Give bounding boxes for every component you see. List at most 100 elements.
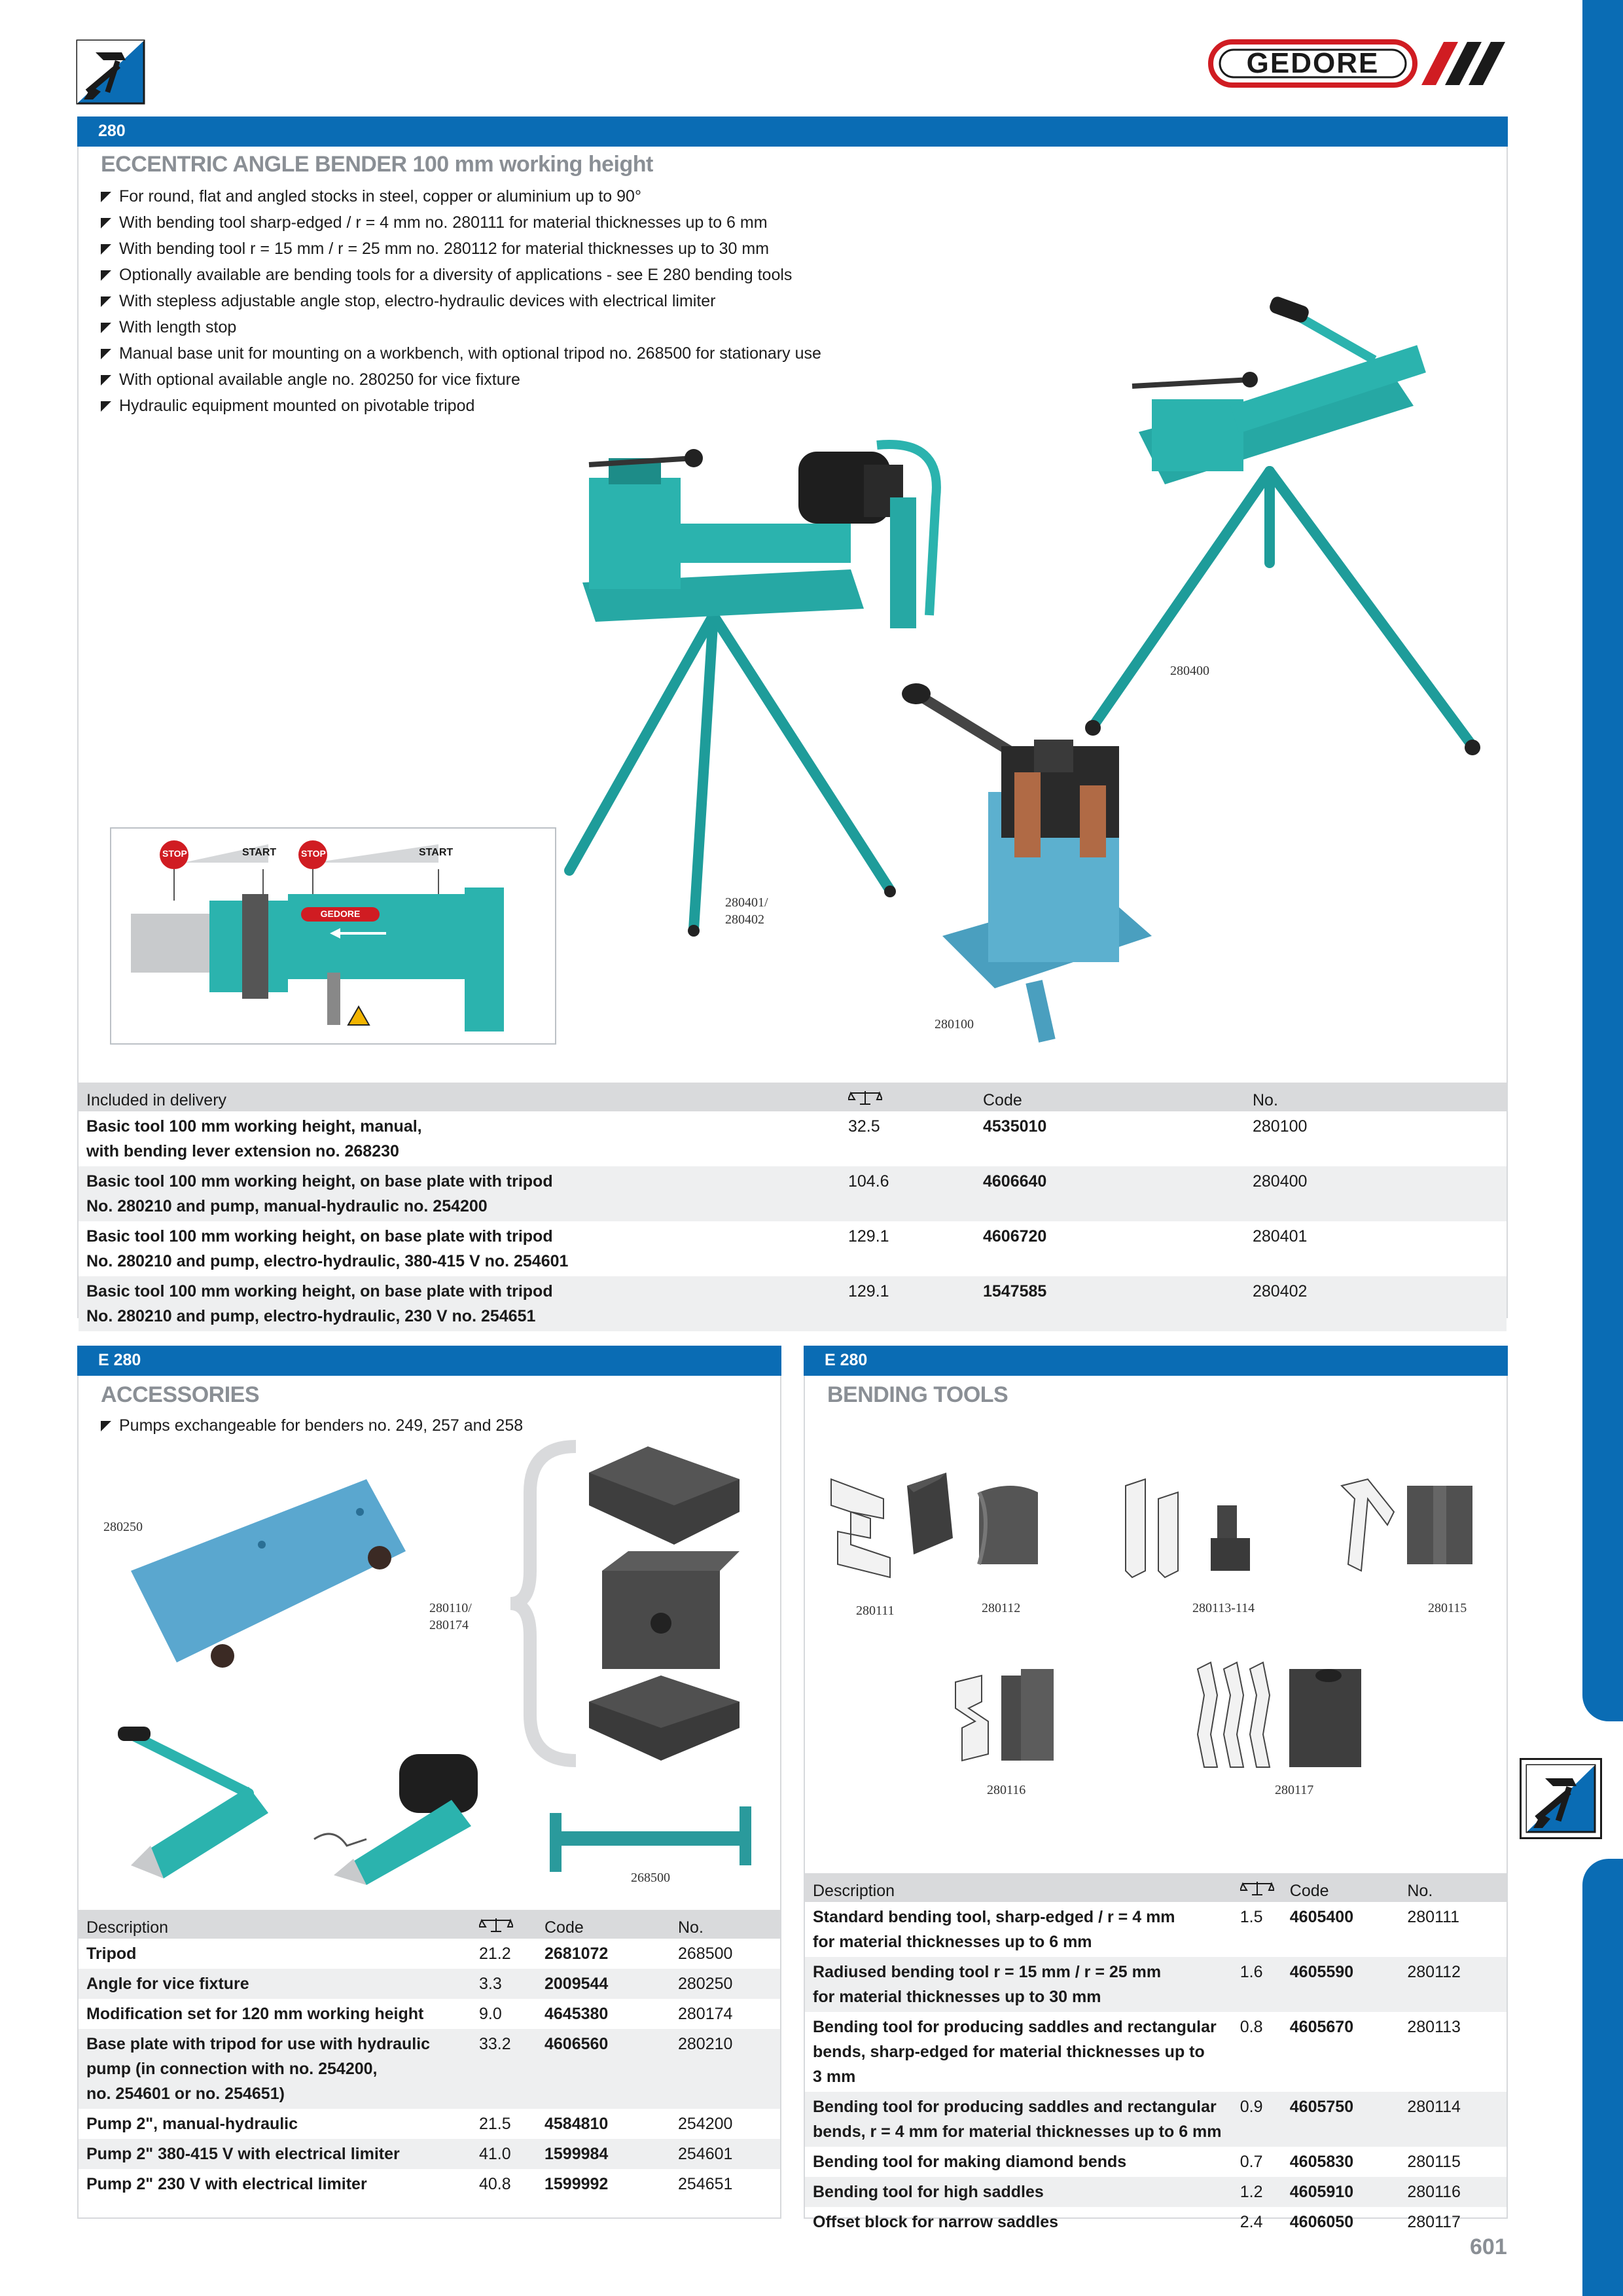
- feature-item: With length stop: [101, 314, 952, 340]
- row-description: Basic tool 100 mm working height, on bas…: [79, 1276, 840, 1331]
- accessories-feature-list: Pumps exchangeable for benders no. 249, …: [101, 1412, 690, 1439]
- tool-image-280111-block: [901, 1473, 959, 1558]
- row-description: Pump 2" 230 V with electrical limiter: [86, 2175, 367, 2193]
- row-description: Radiused bending tool r = 15 mm / r = 25…: [805, 1957, 1232, 2012]
- row-no: 280210: [670, 2029, 780, 2109]
- label-280116: 280116: [987, 1783, 1026, 1797]
- row-code: 4535010: [983, 1117, 1047, 1136]
- column-header-description: Description: [79, 1910, 471, 1939]
- tool-image-280113-114: [1119, 1473, 1263, 1584]
- row-weight: 0.7: [1240, 2153, 1263, 2171]
- section-number: E 280: [825, 1351, 868, 1369]
- product-image-tripod: [550, 1806, 759, 1885]
- table-row: Bending tool for producing saddles and r…: [805, 2012, 1507, 2092]
- row-code: 4606720: [983, 1227, 1047, 1246]
- row-description: Pump 2", manual-hydraulic: [86, 2115, 298, 2133]
- row-code: 4606560: [537, 2029, 670, 2109]
- row-weight: 129.1: [840, 1276, 975, 1331]
- main-section-title: ECCENTRIC ANGLE BENDER 100 mm working he…: [101, 152, 653, 177]
- table-header-row: Description Code No.: [805, 1873, 1507, 1902]
- scale-icon: [848, 1091, 882, 1105]
- feature-item: Optionally available are bending tools f…: [101, 262, 952, 288]
- page-number: 601: [1470, 2234, 1507, 2259]
- column-header-no: No.: [670, 1910, 780, 1939]
- row-no: 280115: [1407, 2153, 1461, 2171]
- row-code: 1547585: [975, 1276, 1245, 1331]
- table-row: Standard bending tool, sharp-edged / r =…: [805, 1902, 1507, 1957]
- row-weight: 21.5: [479, 2115, 511, 2133]
- column-header-weight: [1232, 1873, 1282, 1902]
- label-280100: 280100: [935, 1017, 974, 1031]
- label-280400: 280400: [1170, 664, 1209, 678]
- column-header-description: Included in delivery: [79, 1083, 840, 1111]
- row-code: 4584810: [544, 2115, 609, 2133]
- label-280401-280402: 280401/ 280402: [725, 895, 768, 927]
- row-weight: 32.5: [848, 1117, 880, 1136]
- column-header-code: Code: [975, 1083, 1245, 1111]
- row-code: 4605670: [1289, 2018, 1354, 2036]
- row-description: Tripod: [86, 1945, 137, 1963]
- product-image-electro-bender: [497, 419, 969, 942]
- row-no: 280174: [678, 2005, 733, 2023]
- table-row: Pump 2" 380-415 V with electrical limite…: [79, 2139, 780, 2169]
- stop-sign-1: STOP: [162, 848, 187, 859]
- feature-item: With bending tool r = 15 mm / r = 25 mm …: [101, 236, 952, 262]
- row-code: 2681072: [544, 1945, 609, 1963]
- table-row: Offset block for narrow saddles 2.4 4606…: [805, 2207, 1507, 2237]
- accessories-title: ACCESSORIES: [101, 1382, 260, 1407]
- column-header-no: No.: [1245, 1083, 1507, 1111]
- table-row: Pump 2" 230 V with electrical limiter 40…: [79, 2169, 780, 2199]
- row-description: Basic tool 100 mm working height, on bas…: [79, 1166, 840, 1221]
- row-no: 268500: [678, 1945, 733, 1963]
- table-header-row: Description Code No.: [79, 1910, 780, 1939]
- row-weight: 104.6: [840, 1166, 975, 1221]
- row-weight: 1.6: [1232, 1957, 1282, 2012]
- working-diagram: STOP START STOP START GEDORE: [110, 827, 556, 1045]
- table-row: Pump 2", manual-hydraulic 21.5 4584810 2…: [79, 2109, 780, 2139]
- table-row: Basic tool 100 mm working height, on bas…: [79, 1166, 1507, 1221]
- row-no: 280112: [1399, 1957, 1507, 2012]
- table-row: Bending tool for producing saddles and r…: [805, 2092, 1507, 2147]
- row-description: Base plate with tripod for use with hydr…: [79, 2029, 471, 2109]
- row-weight: 129.1: [848, 1227, 889, 1246]
- row-no: 254601: [670, 2139, 780, 2169]
- column-header-no: No.: [1399, 1873, 1507, 1902]
- tool-image-280117: [1191, 1656, 1374, 1774]
- main-feature-list: For round, flat and angled stocks in ste…: [101, 183, 952, 419]
- category-icon: [76, 39, 145, 105]
- row-description: Standard bending tool, sharp-edged / r =…: [813, 1908, 1175, 1951]
- column-header-code: Code: [537, 1910, 670, 1939]
- row-weight: 40.8: [479, 2175, 511, 2193]
- row-no: 280114: [1399, 2092, 1507, 2147]
- product-image-basic-tool: [890, 674, 1165, 1054]
- row-code: 4605590: [1281, 1957, 1400, 2012]
- feature-item: With stepless adjustable angle stop, ele…: [101, 288, 952, 314]
- label-280250: 280250: [103, 1520, 143, 1534]
- main-delivery-table: Included in delivery Code No. Basic tool…: [79, 1083, 1507, 1331]
- column-header-weight: [471, 1910, 537, 1939]
- row-weight: 21.2: [479, 1945, 511, 1963]
- section-header-bending-tools: E 280: [804, 1346, 1508, 1376]
- start-label-2: START: [419, 847, 454, 858]
- tool-image-280111: [825, 1473, 897, 1584]
- bending-tools-table: Description Code No. Standard bending to…: [805, 1873, 1507, 2237]
- edge-band-top: [1582, 0, 1623, 1721]
- label-280111: 280111: [856, 1604, 895, 1618]
- row-code: 2009544: [537, 1969, 670, 1999]
- row-weight: 1.5: [1240, 1908, 1263, 1926]
- row-weight: 0.8: [1240, 2018, 1263, 2036]
- row-code: 4605910: [1281, 2177, 1400, 2207]
- feature-item: Manual base unit for mounting on a workb…: [101, 340, 952, 367]
- row-description: Pump 2" 380-415 V with electrical limite…: [79, 2139, 471, 2169]
- row-no: 280116: [1399, 2177, 1507, 2207]
- tool-image-280116: [949, 1662, 1067, 1767]
- feature-item: With bending tool sharp-edged / r = 4 mm…: [101, 209, 952, 236]
- bending-tools-title: BENDING TOOLS: [827, 1382, 1008, 1407]
- side-tab-icon[interactable]: [1520, 1758, 1602, 1839]
- row-weight: 2.4: [1240, 2213, 1263, 2231]
- row-description: Bending tool for producing saddles and r…: [805, 2092, 1232, 2147]
- scale-icon: [1240, 1882, 1274, 1895]
- row-description: Bending tool for producing saddles and r…: [813, 2018, 1217, 2086]
- row-no: 254200: [678, 2115, 733, 2133]
- row-code: 4605830: [1289, 2153, 1354, 2171]
